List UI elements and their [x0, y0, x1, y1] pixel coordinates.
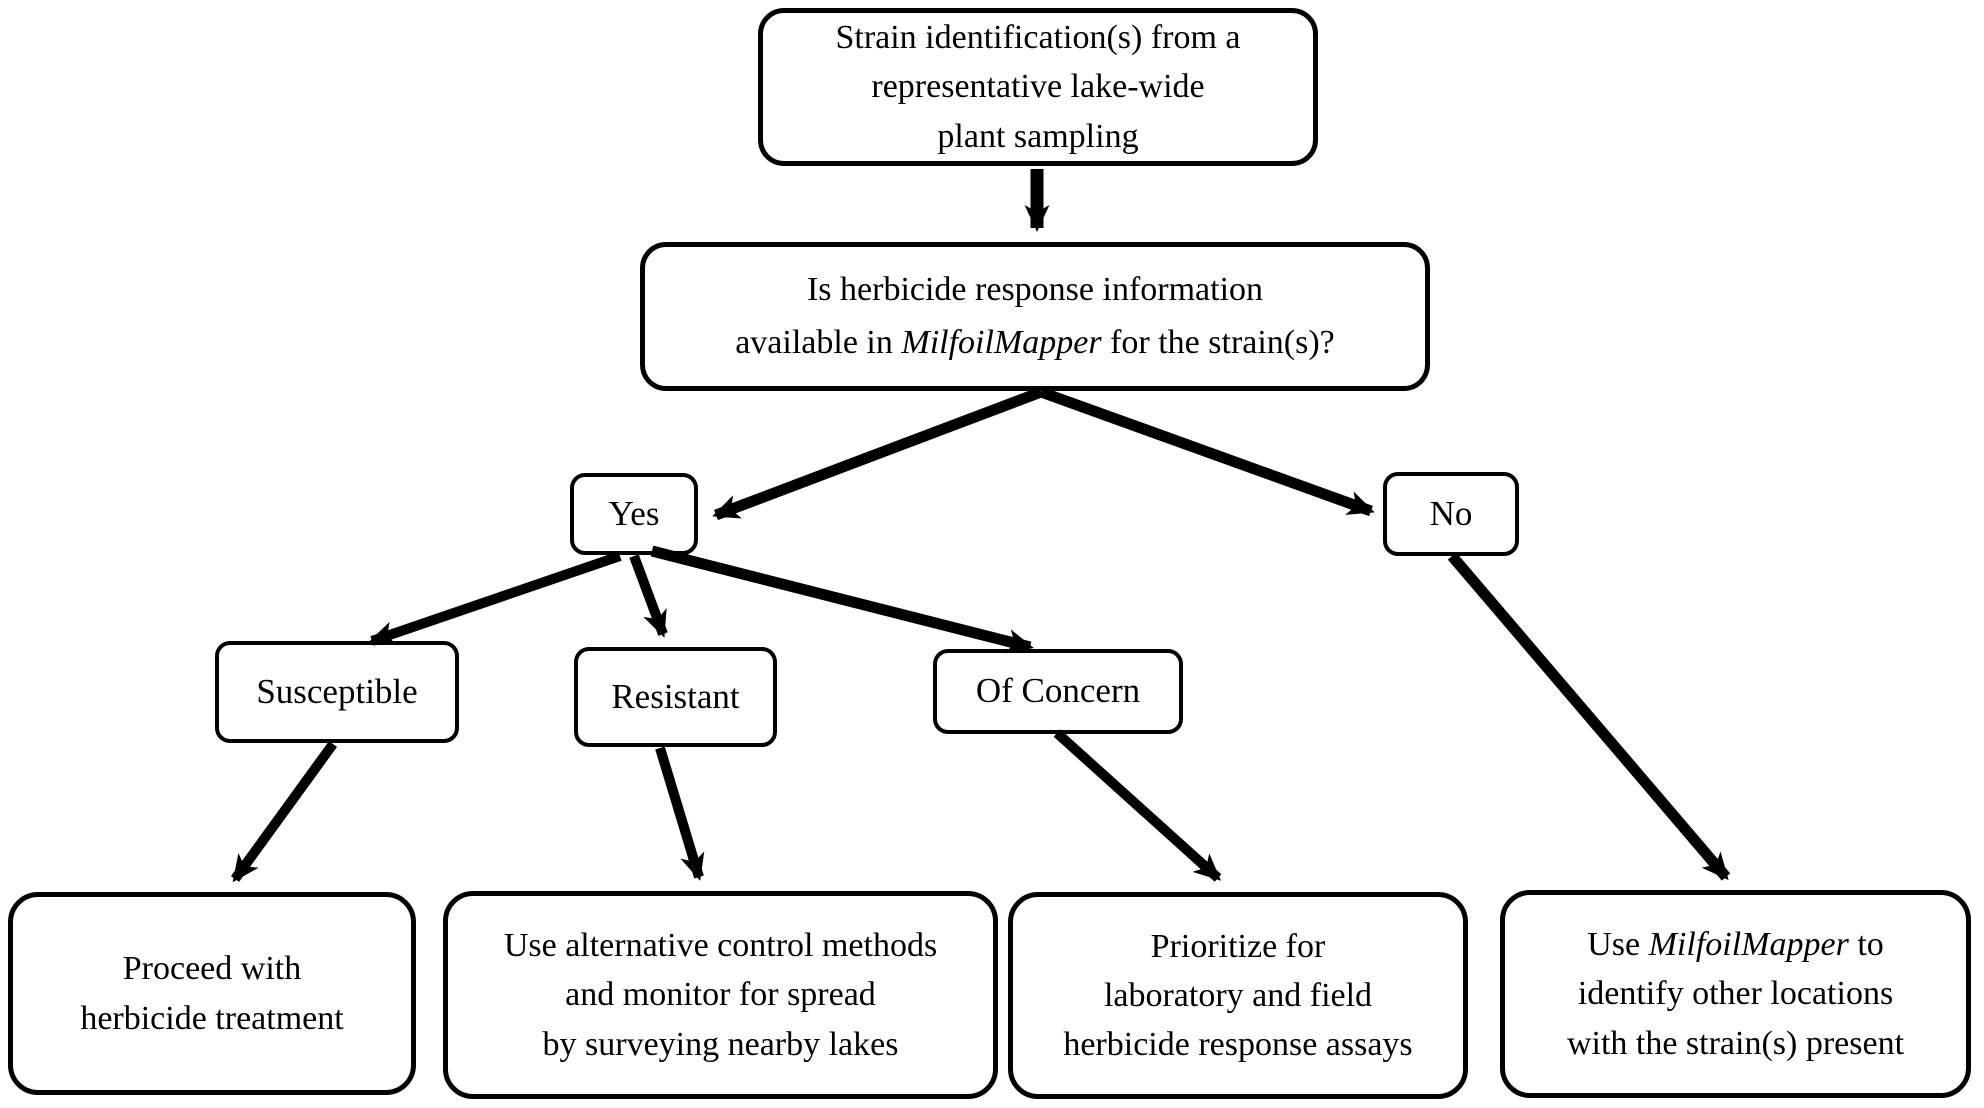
node-alternative-text: and monitor for spread — [565, 976, 876, 1014]
node-resistant-label: Resistant — [611, 676, 740, 716]
node-susceptible: Susceptible — [215, 641, 459, 743]
node-start-text: Strain identification(s) from a — [835, 19, 1241, 57]
node-proceed: Proceed with herbicide treatment — [8, 892, 416, 1095]
node-yes-label: Yes — [608, 493, 660, 533]
node-proceed-text: Proceed with — [122, 950, 302, 988]
node-start-text: representative lake-wide — [871, 68, 1205, 106]
node-mapper-text: identify other locations — [1577, 975, 1894, 1013]
node-mapper-text: Use MilfoilMapper to — [1587, 926, 1884, 964]
node-decision: Is herbicide response information availa… — [640, 242, 1430, 391]
arrow-yes-to-resistant — [629, 554, 668, 638]
node-alternative-text: by surveying nearby lakes — [542, 1025, 899, 1063]
node-proceed-text: herbicide treatment — [80, 999, 344, 1037]
node-decision-text: available in MilfoilMapper for the strai… — [735, 323, 1335, 361]
arrow-susceptible-to-proceed — [230, 741, 338, 883]
node-start: Strain identification(s) from a represen… — [758, 8, 1318, 166]
node-susceptible-label: Susceptible — [256, 671, 418, 711]
arrow-yes-to-of-concern — [650, 545, 1034, 654]
node-of-concern-label: Of Concern — [975, 671, 1141, 711]
node-yes: Yes — [570, 473, 698, 555]
arrow-decision-to-no — [1039, 386, 1375, 517]
node-prioritize-text: Prioritize for — [1150, 927, 1326, 965]
node-prioritize-text: herbicide response assays — [1063, 1026, 1413, 1064]
node-resistant: Resistant — [574, 647, 777, 747]
node-no: No — [1383, 472, 1519, 556]
arrow-no-to-mapper — [1447, 552, 1731, 881]
arrow-yes-to-susceptible — [368, 551, 622, 646]
node-alternative: Use alternative control methods and moni… — [443, 891, 998, 1099]
arrow-of-concern-to-prioritize — [1053, 729, 1222, 882]
node-mapper-text: with the strain(s) present — [1566, 1024, 1905, 1062]
arrow-decision-to-yes — [712, 386, 1043, 521]
node-alternative-text: Use alternative control methods — [503, 927, 938, 965]
node-prioritize: Prioritize for laboratory and field herb… — [1008, 892, 1468, 1099]
arrow-resistant-to-alternative — [655, 746, 705, 881]
node-decision-text: Is herbicide response information — [806, 270, 1264, 308]
node-no-label: No — [1429, 493, 1473, 533]
node-prioritize-text: laboratory and field — [1103, 976, 1373, 1014]
node-mapper: Use MilfoilMapper to identify other loca… — [1500, 890, 1971, 1098]
node-start-text: plant sampling — [937, 117, 1139, 155]
node-of-concern: Of Concern — [933, 649, 1183, 734]
